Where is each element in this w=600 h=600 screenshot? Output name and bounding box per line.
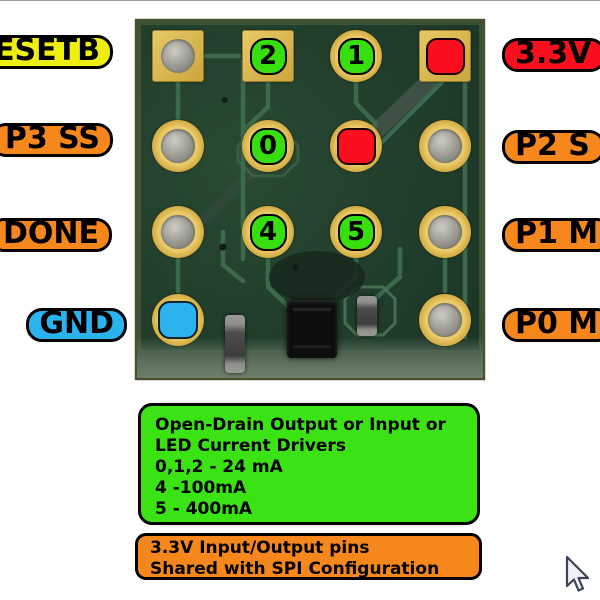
drive-info-box: Open-Drain Output or Input or LED Curren… xyxy=(138,403,480,525)
pin-label-p0-m: P0 M xyxy=(502,308,600,342)
pin-label-gnd: GND xyxy=(26,308,127,342)
pin-hole-barrel xyxy=(161,215,195,249)
top-border-line xyxy=(0,0,600,1)
pin-marker-red xyxy=(425,37,465,75)
pcb-photo: 2 1 0 4 5 xyxy=(135,19,485,380)
pin-label-p1-m: P1 M xyxy=(502,218,600,252)
ic-chip xyxy=(287,300,337,358)
pin-hole xyxy=(419,206,471,258)
capacitor-component xyxy=(357,296,377,336)
pin-hole xyxy=(419,120,471,172)
pin-label-done: DONE xyxy=(0,218,112,252)
pin-label-3-3v: 3.3V xyxy=(502,38,600,72)
pin-label-esetb: ESETB xyxy=(0,35,113,69)
pin-hole xyxy=(419,294,471,346)
pin-number-badge: 4 xyxy=(249,213,287,251)
pin-label-p3-ss: P3 SS xyxy=(0,123,113,157)
pin-number-badge: 2 xyxy=(249,37,287,75)
pin-port-5: 5 xyxy=(330,206,382,258)
pin-number-badge: 5 xyxy=(337,213,375,251)
drive-info-line: 4 -100mA xyxy=(155,478,247,498)
pin-number-badge: 1 xyxy=(337,37,375,75)
pin-marker-blue xyxy=(158,301,198,339)
spi-info-line: Shared with SPI Configuration xyxy=(150,559,440,579)
drive-info-line: LED Current Drivers xyxy=(155,436,346,456)
pin-port-2: 2 xyxy=(242,30,294,82)
drive-info-line: Open-Drain Output or Input or xyxy=(155,415,446,435)
pin-label-p2-s: P2 S xyxy=(502,130,600,164)
mouse-cursor-icon xyxy=(565,555,590,592)
spi-info-line: 3.3V Input/Output pins xyxy=(150,538,370,558)
spi-info-box: 3.3V Input/Output pins Shared with SPI C… xyxy=(135,533,482,580)
pin-gnd xyxy=(152,294,204,346)
pin-hole xyxy=(152,120,204,172)
drive-info-line: 5 - 400mA xyxy=(155,499,253,519)
pin-port-4: 4 xyxy=(242,206,294,258)
pin-port-1: 1 xyxy=(330,30,382,82)
pin-hole xyxy=(152,206,204,258)
pin-number-badge: 0 xyxy=(249,127,287,165)
pin-hole-barrel xyxy=(428,215,462,249)
pin-3v3 xyxy=(330,120,382,172)
capacitor-component xyxy=(225,315,245,373)
pin-marker-red xyxy=(336,127,376,165)
pin-3v3 xyxy=(419,30,471,82)
pin-hole xyxy=(152,30,204,82)
drive-info-line: 0,1,2 - 24 mA xyxy=(155,457,283,477)
pin-hole-barrel xyxy=(428,129,462,163)
pin-hole-barrel xyxy=(161,129,195,163)
pin-hole-barrel xyxy=(428,303,462,337)
pin-port-0: 0 xyxy=(242,120,294,172)
pin-hole-barrel xyxy=(161,39,195,73)
